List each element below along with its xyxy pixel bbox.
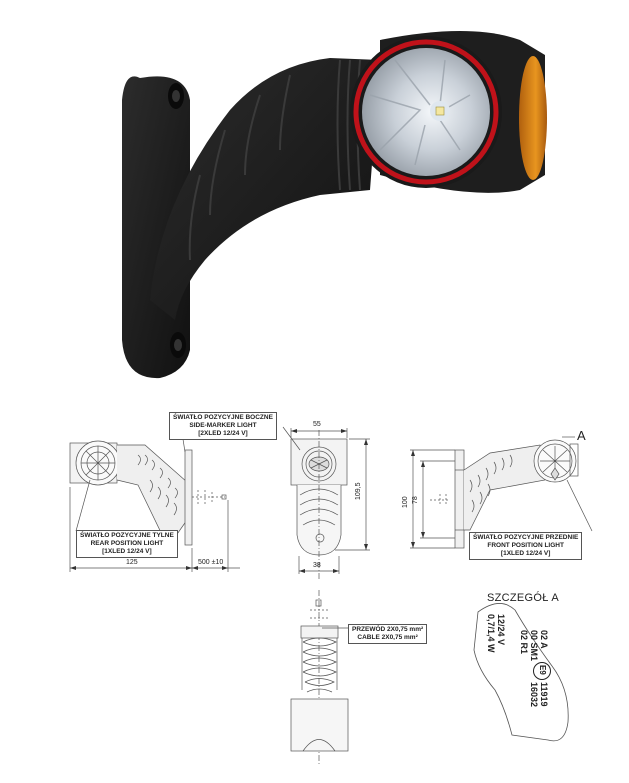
side-marker-label: ŚWIATŁO POZYCYJNE BOCZNE SIDE-MARKER LIG… (169, 412, 277, 440)
detail-approval2: 16032 (529, 682, 539, 708)
rear-position-label: ŚWIATŁO POZYCYJNE TYLNE REAR POSITION LI… (76, 530, 178, 558)
detail-approval1: 11919 (539, 682, 549, 707)
cable-label: PRZEWÓD 2X0,75 mm² CABLE 2X0,75 mm² (348, 624, 428, 644)
detail-a-outline (473, 603, 569, 742)
detail-code1: 02 A (539, 630, 549, 649)
detail-power: 0,7/1,4 W (486, 614, 496, 653)
dim-cable-length: 500 ±10 (198, 559, 224, 566)
amber-reflector (519, 56, 547, 180)
detail-title: SZCZEGÓŁ A (487, 592, 560, 604)
dim-length: 125 (126, 559, 138, 566)
detail-code3: 02 R1 (519, 630, 529, 655)
dim-height-inner: 78 (412, 496, 419, 504)
detail-code2: 00 SM1 (529, 630, 539, 662)
detail-marker: A (577, 428, 586, 443)
dim-height-outer: 100 (402, 496, 409, 508)
rubber-arm (150, 58, 380, 320)
red-ring (353, 39, 499, 185)
clear-lens (362, 48, 490, 176)
approval-mark: E9 (533, 662, 551, 680)
product-photo (122, 31, 547, 379)
dim-width-top: 55 (313, 421, 321, 428)
dim-width-bottom: 38 (313, 562, 321, 569)
dim-height-side: 109,5 (355, 482, 362, 500)
detail-voltage: 12/24 V (496, 614, 506, 646)
front-position-label: ŚWIATŁO POZYCYJNE PRZEDNIE FRONT POSITIO… (469, 532, 583, 560)
